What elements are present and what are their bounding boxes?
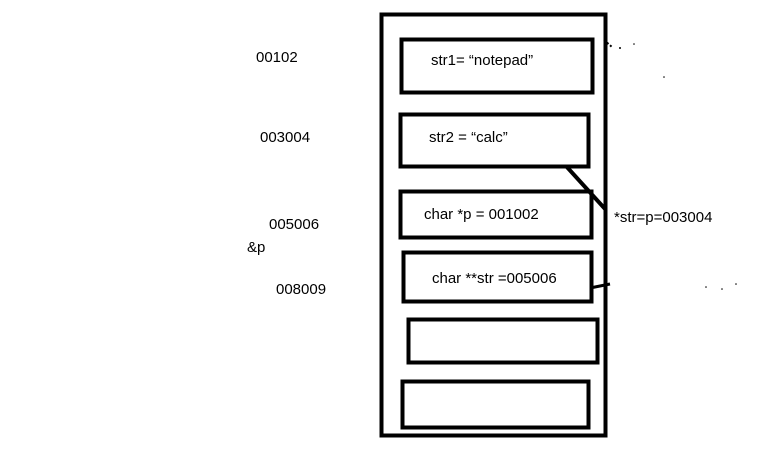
address-label-ref-p: &p — [247, 239, 266, 256]
address-label-p: 005006 — [269, 216, 320, 233]
scribble-dot-6 — [735, 283, 737, 285]
memory-cell-str1 — [399, 37, 595, 95]
scribble-dot-1 — [619, 47, 621, 49]
memory-cell-empty-1 — [406, 317, 600, 365]
cell-text-p: char *p = 001002 — [424, 206, 539, 223]
memory-cell-str — [401, 250, 594, 304]
cell-text-str2: str2 = “calc” — [429, 129, 508, 146]
scribble-dot-5 — [721, 288, 723, 290]
address-label-str1: 00102 — [256, 49, 298, 66]
scribble-dot-3 — [663, 76, 665, 78]
pointer-line-str — [589, 282, 611, 290]
dereference-annotation: *str=p=003004 — [614, 209, 713, 226]
cell-text-str1: str1= “notepad” — [431, 52, 534, 69]
address-label-str2: 003004 — [260, 129, 311, 146]
cell-text-str: char **str =005006 — [432, 270, 557, 287]
memory-cell-p — [398, 189, 594, 240]
memory-cell-str2 — [398, 112, 591, 169]
scribble-mark-1 — [603, 39, 613, 48]
scribble-dot-4 — [705, 286, 707, 288]
memory-frame — [379, 12, 608, 438]
pointer-line-str2 — [564, 164, 608, 212]
memory-cell-empty-2 — [400, 379, 591, 430]
scribble-dot-2 — [633, 43, 635, 45]
address-label-str: 008009 — [276, 281, 327, 298]
